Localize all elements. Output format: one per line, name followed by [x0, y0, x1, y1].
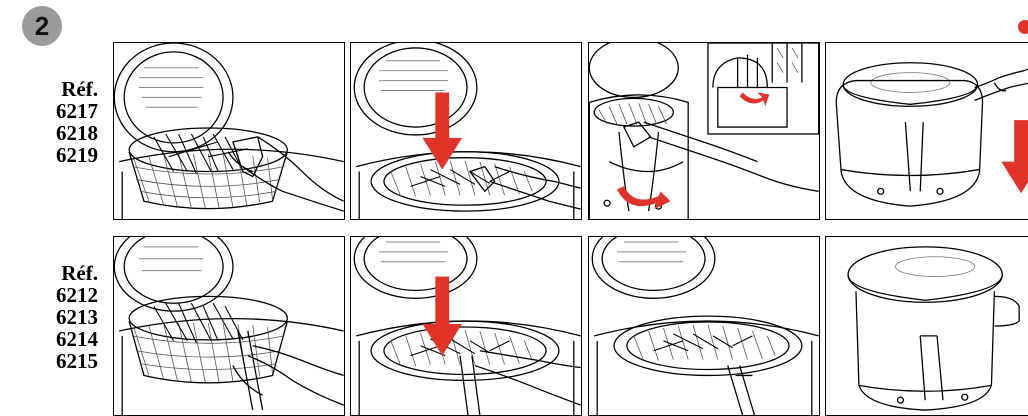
illustration-panel-r2c1 — [113, 236, 345, 416]
step-number-badge: 2 — [22, 6, 62, 46]
fryer-basket-push-illustration — [351, 237, 581, 415]
fryer-lid-closed-illustration — [826, 237, 1028, 415]
illustration-panel-r2c4 — [825, 236, 1028, 416]
illustration-panel-r1c3 — [588, 42, 820, 220]
ref-code: 6213 — [56, 306, 98, 328]
ref-label: Réf. — [56, 78, 98, 100]
step-number: 2 — [35, 11, 49, 42]
ref-label: Réf. — [56, 262, 98, 284]
illustration-panel-r1c2 — [350, 42, 582, 220]
illustration-panel-r2c2 — [350, 236, 582, 416]
fryer-basket-illustration — [114, 43, 344, 219]
ref-code: 6219 — [56, 144, 98, 166]
ref-code: 6214 — [56, 328, 98, 350]
ref-code: 6218 — [56, 122, 98, 144]
ref-code: 6217 — [56, 100, 98, 122]
ref-code: 6215 — [56, 350, 98, 372]
illustration-panel-r1c1 — [113, 42, 345, 220]
reference-list-row-1: Réf. 6217 6218 6219 — [56, 78, 98, 166]
fryer-lid-close-illustration — [826, 43, 1028, 219]
reference-list-row-2: Réf. 6212 6213 6214 6215 — [56, 262, 98, 372]
fryer-handle-fold-illustration — [589, 43, 819, 219]
illustration-panel-r1c4 — [825, 42, 1028, 220]
fryer-basket-push-illustration — [351, 43, 581, 219]
ref-code: 6212 — [56, 284, 98, 306]
fryer-basket-illustration — [114, 237, 344, 415]
down-arrow-icon — [1001, 120, 1028, 193]
red-marker-dot — [1018, 20, 1028, 34]
fryer-basket-in-illustration — [589, 237, 819, 415]
illustration-panel-r2c3 — [588, 236, 820, 416]
